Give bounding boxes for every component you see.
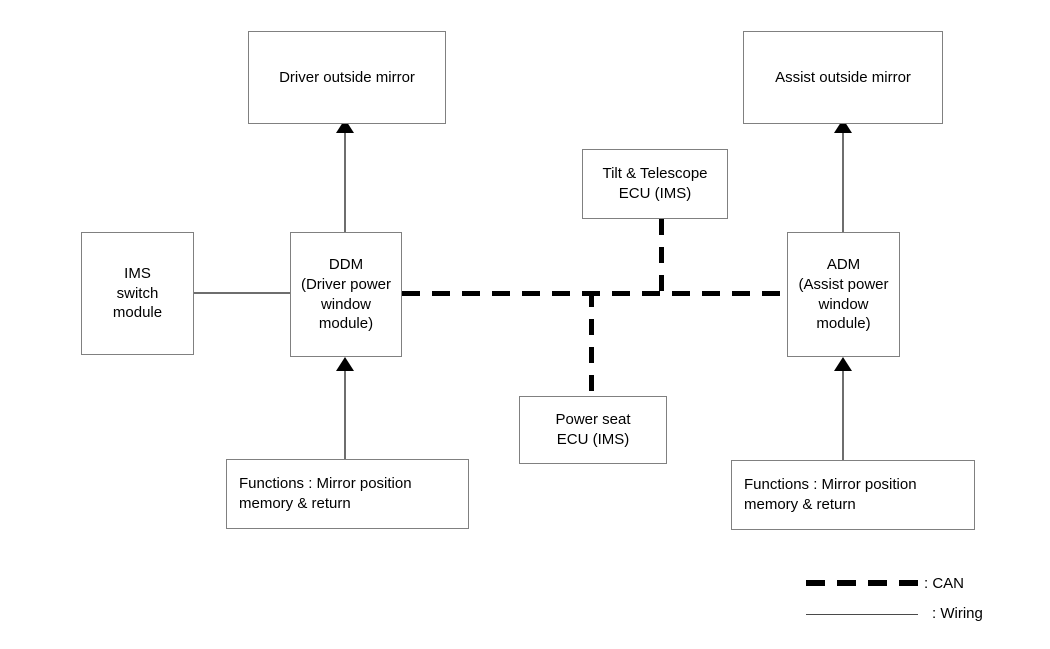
can-dashed-line-icon [806,580,918,586]
node-ddm-label: DDM (Driver power window module) [300,255,391,333]
wiring-solid-line-icon [806,613,918,615]
node-adm-label: ADM (Assist power window module) [798,255,889,333]
wire-ims-switch-to-ddm [193,292,291,294]
node-ims-switch-module-label: IMS switch module [112,264,163,322]
wire-assist-functions-to-adm [842,368,844,461]
legend-item-can: : CAN [806,572,964,594]
node-adm[interactable]: ADM (Assist power window module) [787,232,900,357]
node-assist-functions-label: Functions : Mirror position memory & ret… [744,476,917,513]
node-tilt-telescope-ecu[interactable]: Tilt & Telescope ECU (IMS) [582,149,728,219]
node-assist-functions[interactable]: Functions : Mirror position memory & ret… [731,460,975,530]
node-ddm[interactable]: DDM (Driver power window module) [290,232,402,357]
arrow-assist-functions-to-adm [834,357,852,371]
arrow-driver-functions-to-ddm [336,357,354,371]
wire-ddm-to-driver-mirror [344,128,346,234]
can-branch-power-seat-ecu [589,291,594,397]
can-bus-trunk [402,291,788,296]
legend-wiring-label: : Wiring [932,604,983,622]
legend-can-label: : CAN [924,574,965,592]
legend: : CAN : Wiring [806,572,1036,632]
node-driver-outside-mirror[interactable]: Driver outside mirror [248,31,446,124]
node-assist-outside-mirror[interactable]: Assist outside mirror [743,31,943,124]
node-assist-outside-mirror-label: Assist outside mirror [775,68,911,86]
wire-adm-to-assist-mirror [842,128,844,234]
node-ims-switch-module[interactable]: IMS switch module [81,232,194,355]
node-driver-functions[interactable]: Functions : Mirror position memory & ret… [226,459,469,529]
node-power-seat-ecu-label: Power seat ECU (IMS) [555,411,631,448]
can-branch-tilt-telescope-ecu [659,219,664,293]
wire-driver-functions-to-ddm [344,368,346,460]
node-tilt-telescope-ecu-label: Tilt & Telescope ECU (IMS) [602,165,708,202]
node-driver-functions-label: Functions : Mirror position memory & ret… [239,475,412,512]
node-driver-outside-mirror-label: Driver outside mirror [279,68,415,86]
node-power-seat-ecu[interactable]: Power seat ECU (IMS) [519,396,667,464]
legend-item-wiring: : Wiring [806,602,983,624]
